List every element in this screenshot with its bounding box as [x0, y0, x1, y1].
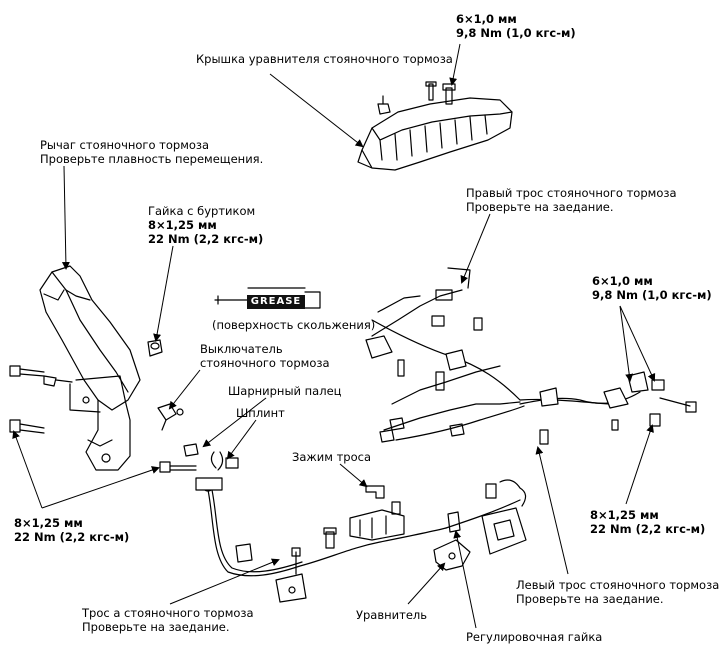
- equalizer-cover-label: Крышка уравнителя стояночного тормоза: [196, 52, 453, 66]
- adjusting-nut-label: Регулировочная гайка: [466, 630, 603, 644]
- leader-right-torque-b: [619, 305, 634, 382]
- cable-bracket: [275, 547, 307, 603]
- grease-tag: GREASE: [247, 295, 305, 309]
- lever-label: Рычаг стояночного тормоза: [40, 138, 210, 152]
- left-cable: [519, 371, 697, 445]
- cotter-pin: [210, 451, 224, 471]
- grease-note: (поверхность скольжения): [212, 318, 376, 332]
- leader-lever: [61, 165, 70, 270]
- leader-left-bolt-a: [12, 430, 43, 509]
- switch-label-line1: Выключатель: [200, 342, 283, 356]
- cable-a-label: Трос а стояночного тормоза: [82, 606, 254, 620]
- leader-right-cable: [460, 213, 491, 284]
- leader-right-torque-a: [619, 305, 656, 382]
- left-bolt-torque: 22 Nm (2,2 кгс-м): [14, 530, 130, 544]
- leader-equalizer-cover: [269, 73, 364, 148]
- right-bolt-size: 8×1,25 мм: [590, 508, 659, 522]
- equalizer: [433, 539, 471, 571]
- cover-nut: [377, 95, 391, 115]
- top-fastener-size: 6×1,0 мм: [456, 12, 517, 26]
- right-cable-label: Правый трос стояночного тормоза: [466, 186, 677, 200]
- pivot-pin: [183, 443, 199, 457]
- equalizer-bracket: [349, 501, 405, 541]
- right-cable-check-label: Проверьте на заедание.: [466, 200, 614, 214]
- right-cable: [365, 267, 611, 443]
- equalizer-label: Уравнитель: [356, 608, 428, 622]
- leader-adjusting-nut: [453, 530, 477, 629]
- leader-equalizer: [407, 562, 446, 605]
- left-bolt-size: 8×1,25 мм: [14, 516, 83, 530]
- parking-brake-lever: [39, 265, 141, 471]
- leader-cable-clip: [339, 463, 368, 488]
- leader-cable-a: [169, 558, 280, 605]
- left-cable-label: Левый трос стояночного тормоза: [516, 578, 720, 592]
- leader-cotter-pin: [226, 419, 257, 460]
- lever-bolt: [9, 365, 45, 377]
- cable-a: [195, 477, 447, 577]
- lever-bolt: [9, 419, 45, 434]
- leader-switch: [168, 369, 201, 410]
- leader-top-torque: [449, 43, 461, 86]
- pivot-pin-label: Шарнирный палец: [228, 384, 342, 398]
- cotter-pin-label: Шплинт: [236, 406, 285, 420]
- switch-label-line2: стояночного тормоза: [200, 356, 330, 370]
- small-bolt: [225, 457, 239, 469]
- flange-nut-size: 8×1,25 мм: [148, 218, 217, 232]
- leader-pivot-pin: [202, 397, 267, 448]
- adjusting-nut: [447, 511, 461, 533]
- flange-nut-torque: 22 Nm (2,2 кгс-м): [148, 232, 264, 246]
- leader-left-cable: [535, 446, 569, 575]
- cable-clip-label: Зажим троса: [292, 450, 371, 464]
- cable-a-check-label: Проверьте на заедание.: [82, 620, 230, 634]
- right-fastener-torque: 9,8 Nm (1,0 кгс-м): [592, 288, 712, 302]
- right-fastener-size: 6×1,0 мм: [592, 274, 653, 288]
- lever-bolt: [159, 461, 197, 473]
- grease-applicator: [214, 287, 321, 309]
- flange-nut-label: Гайка с буртиком: [148, 204, 256, 218]
- leader-flange-nut: [153, 245, 174, 342]
- cover-bolt: [425, 81, 437, 101]
- leader-right-bolt: [625, 424, 654, 505]
- cable-clip: [365, 485, 385, 499]
- leader-left-bolt-b: [41, 466, 160, 509]
- lever-check-label: Проверьте плавность перемещения.: [40, 152, 264, 166]
- top-fastener-torque: 9,8 Nm (1,0 кгс-м): [456, 26, 576, 40]
- flange-nut: [147, 339, 163, 357]
- adjuster-assembly: [481, 479, 527, 555]
- left-cable-check-label: Проверьте на заедание.: [516, 592, 664, 606]
- cable-end: [235, 543, 253, 563]
- equalizer-cover: [357, 97, 513, 171]
- right-bolt-torque: 22 Nm (2,2 кгс-м): [590, 522, 706, 536]
- left-cable-lower: [445, 499, 521, 529]
- lever-bolt: [43, 375, 73, 387]
- bracket-bolt: [323, 527, 337, 549]
